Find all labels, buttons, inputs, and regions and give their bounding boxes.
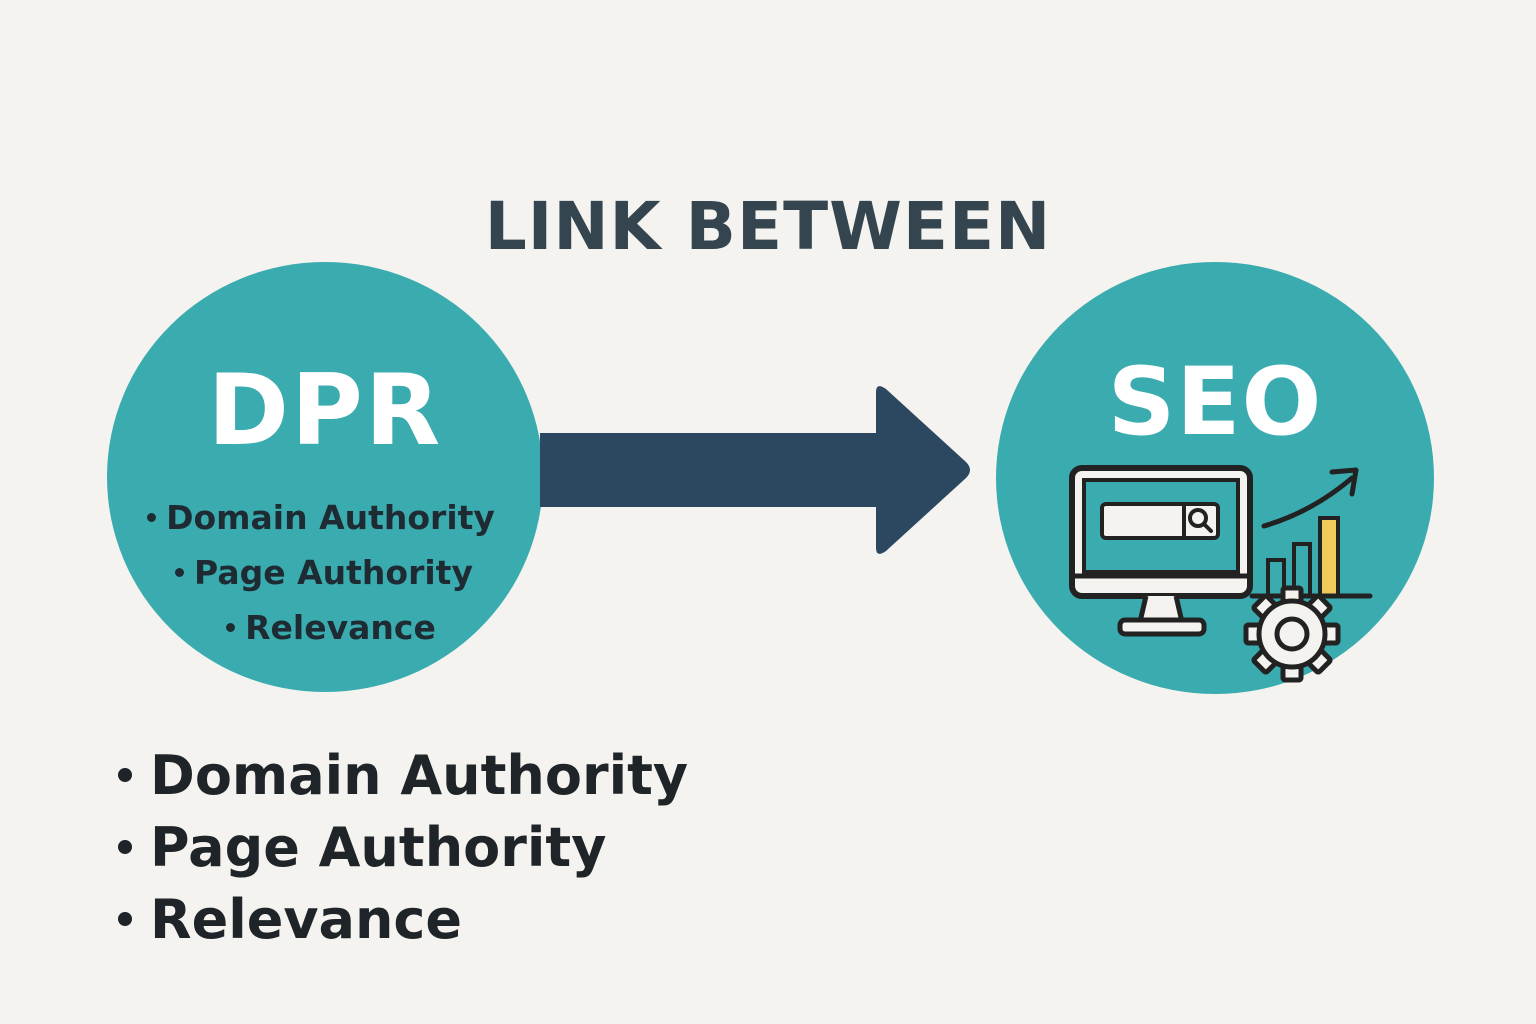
dpr-factor-item: Page Authority: [105, 545, 543, 600]
diagram-title: LINK BETWEEN: [484, 188, 1052, 265]
authority-factor-item: Page Authority: [118, 812, 688, 884]
bullet-icon: [118, 912, 132, 927]
dpr-factor-item: Domain Authority: [99, 490, 543, 545]
authority-factor-item: Domain Authority: [118, 740, 688, 812]
authority-factor-item: Relevance: [118, 884, 688, 956]
authority-factor-label: Relevance: [150, 888, 463, 951]
dpr-factor-item: Relevance: [119, 600, 543, 655]
dpr-title: DPR: [207, 354, 443, 468]
dpr-node: DPR Domain Authority Page Authority Rele…: [107, 262, 543, 692]
bullet-icon: [118, 840, 132, 855]
search-bar-icon: [1100, 502, 1220, 540]
bullet-icon: [147, 512, 157, 522]
bullet-icon: [226, 622, 236, 632]
bullet-icon: [118, 768, 132, 783]
authority-factor-label: Page Authority: [150, 816, 607, 879]
authority-factor-label: Domain Authority: [150, 744, 689, 807]
authority-factor-list: Domain Authority Page Authority Relevanc…: [118, 740, 688, 956]
seo-illustration: [1069, 465, 1373, 683]
dpr-factor-list: Domain Authority Page Authority Relevanc…: [107, 490, 543, 655]
dpr-factor-label: Relevance: [245, 608, 436, 647]
arrow-right-icon: [540, 386, 970, 554]
gear-icon: [1243, 585, 1341, 683]
dpr-factor-label: Page Authority: [194, 553, 473, 592]
magnifier-icon: [1188, 508, 1213, 533]
bullet-icon: [175, 567, 185, 577]
trend-arrow-icon: [1261, 467, 1359, 529]
monitor-icon: [1069, 465, 1253, 637]
arrow-shape: [540, 386, 970, 554]
bar-chart-icon: [1249, 516, 1373, 599]
dpr-factor-label: Domain Authority: [166, 498, 495, 537]
seo-title: SEO: [1107, 348, 1323, 457]
